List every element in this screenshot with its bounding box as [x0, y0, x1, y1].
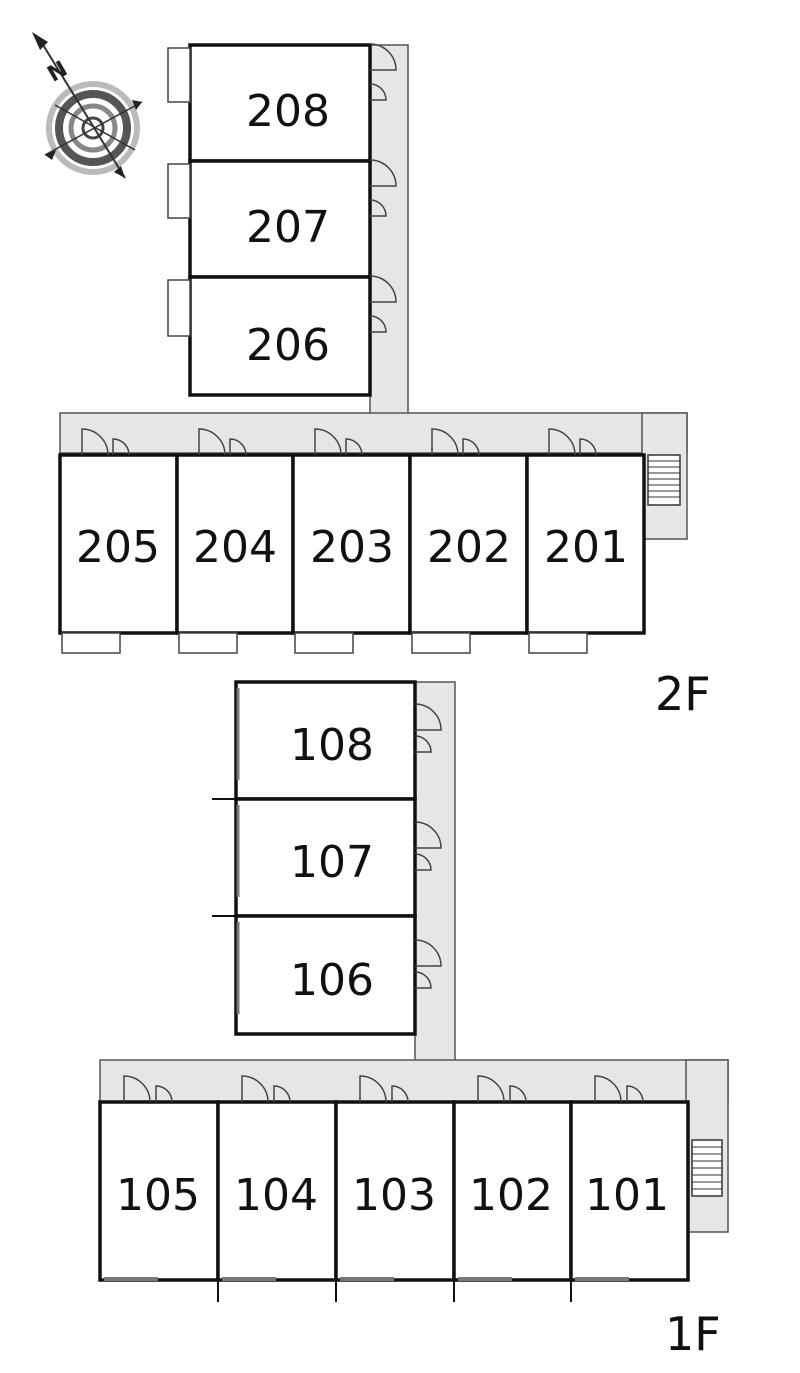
unit-label: 203	[310, 522, 394, 573]
staircase-2f	[647, 454, 681, 506]
unit-102[interactable]: 102	[452, 1075, 573, 1302]
unit-label: 202	[427, 522, 511, 573]
unit-101[interactable]: 101	[569, 1075, 690, 1302]
unit-label: 101	[585, 1170, 669, 1221]
unit-203[interactable]: 203	[291, 428, 412, 654]
unit-label: 102	[469, 1170, 553, 1221]
unit-202[interactable]: 202	[408, 428, 529, 654]
unit-105[interactable]: 105	[98, 1075, 220, 1282]
unit-label: 103	[352, 1170, 436, 1221]
unit-208[interactable]: 208	[167, 43, 397, 163]
unit-label: 207	[246, 202, 330, 253]
floor-label-1f: 1F	[665, 1307, 721, 1361]
unit-label: 206	[246, 320, 330, 371]
unit-204[interactable]: 204	[175, 428, 295, 654]
corridor-2f	[59, 44, 688, 540]
unit-label: 201	[544, 522, 628, 573]
unit-207[interactable]: 207	[167, 159, 397, 279]
unit-103[interactable]: 103	[334, 1075, 456, 1302]
unit-106[interactable]: 106	[212, 914, 442, 1036]
unit-label: 108	[290, 720, 374, 771]
compass-rose-icon: N	[32, 32, 143, 179]
unit-201[interactable]: 201	[525, 428, 646, 654]
unit-205[interactable]: 205	[58, 428, 179, 654]
unit-label: 208	[246, 86, 330, 137]
unit-label: 104	[234, 1170, 318, 1221]
unit-label: 205	[76, 522, 160, 573]
unit-108[interactable]: 108	[234, 680, 442, 801]
unit-104[interactable]: 104	[216, 1075, 338, 1302]
unit-label: 107	[290, 837, 374, 888]
unit-label: 106	[290, 955, 374, 1006]
unit-206[interactable]: 206	[167, 275, 397, 397]
unit-label: 204	[193, 522, 277, 573]
staircase-1f	[691, 1139, 723, 1197]
unit-107[interactable]: 107	[212, 797, 442, 918]
unit-label: 105	[116, 1170, 200, 1221]
floor-label-2f: 2F	[655, 667, 711, 721]
